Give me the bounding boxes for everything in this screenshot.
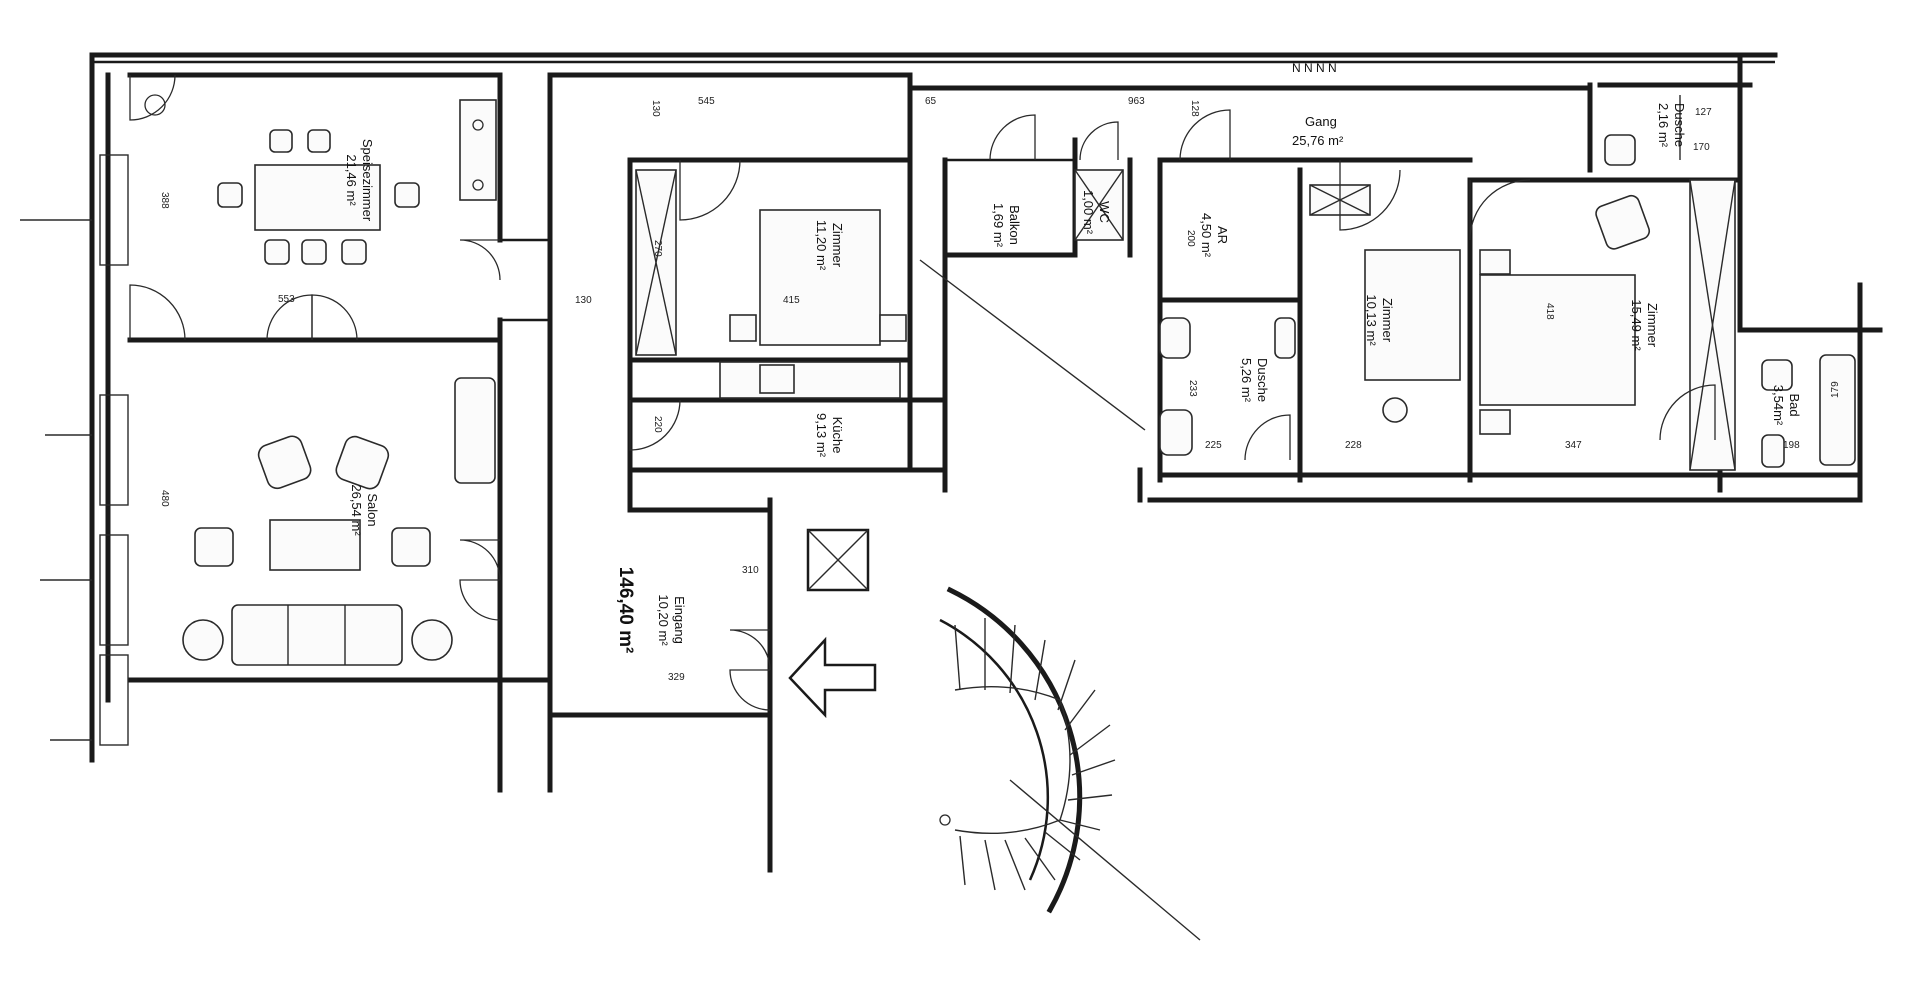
- elevator: [806, 528, 870, 592]
- kueche-name: Küche: [830, 417, 845, 454]
- zimmer2-name: Zimmer: [1380, 298, 1395, 343]
- dim-963: 963: [1128, 96, 1145, 107]
- corridor-partition: [919, 259, 1146, 431]
- dusche2-area: 2,16 m²: [1656, 103, 1671, 148]
- room-labels: Speisezimmer 21,46 m² Salon 26,54 m² Zim…: [344, 61, 1802, 653]
- dim-347: 347: [1565, 440, 1582, 451]
- ar-area: 4,50 m²: [1199, 213, 1214, 258]
- dim-220: 220: [652, 416, 663, 433]
- interior-walls: [497, 72, 1863, 873]
- dim-233: 233: [1187, 380, 1198, 397]
- window-markers-left: [20, 154, 129, 746]
- gang-name: Gang: [1305, 114, 1337, 129]
- dim-130b: 130: [575, 295, 592, 306]
- dim-310: 310: [742, 565, 759, 576]
- dim-179: 179: [1830, 381, 1841, 398]
- kueche-area: 9,13 m²: [814, 413, 829, 458]
- salon-area: 26,54 m²: [349, 484, 364, 536]
- dusche1-area: 5,26 m²: [1239, 358, 1254, 403]
- zimmer2-area: 10,13 m²: [1364, 294, 1379, 346]
- total-area: 146,40 m²: [615, 567, 636, 654]
- room1-furniture: [635, 169, 907, 356]
- salon-name: Salon: [365, 493, 380, 526]
- dusche2-name: Dusche: [1672, 103, 1687, 147]
- bad-area: 3,54m²: [1771, 385, 1786, 426]
- eingang-area: 10,20 m²: [656, 594, 671, 646]
- dim-198: 198: [1783, 440, 1800, 451]
- bad-name: Bad: [1787, 393, 1802, 416]
- gang-area: 25,76 m²: [1292, 133, 1344, 148]
- dim-228: 228: [1345, 440, 1362, 451]
- dim-553: 553: [278, 294, 295, 305]
- entry-arrow: [788, 636, 877, 719]
- balkon-area: 1,69 m²: [991, 203, 1006, 248]
- dim-225: 225: [1205, 440, 1222, 451]
- dim-65: 65: [925, 96, 937, 107]
- zimmer3-name: Zimmer: [1645, 303, 1660, 348]
- dim-545: 545: [698, 96, 715, 107]
- dim-388: 388: [159, 192, 170, 209]
- wc-area: 1,00 m²: [1081, 190, 1096, 235]
- balkon-name: Balkon: [1007, 205, 1022, 245]
- dusche1-name: Dusche: [1255, 358, 1270, 402]
- dim-127: 127: [1695, 107, 1712, 118]
- dim-270: 270: [652, 240, 663, 257]
- speisezimmer-name: Speisezimmer: [360, 139, 375, 222]
- dim-329: 329: [668, 672, 685, 683]
- dim-480: 480: [159, 490, 170, 507]
- zimmer1-area: 11,20 m²: [814, 220, 829, 271]
- dimension-labels: 388 553 480 130 545 65 963 128 130 270 4…: [159, 96, 1841, 683]
- north-marks: N N N N: [1292, 61, 1337, 75]
- wc-name: WC: [1097, 201, 1112, 223]
- speisezimmer-area: 21,46 m²: [344, 154, 359, 206]
- dim-130a: 130: [650, 100, 661, 117]
- dim-170: 170: [1693, 142, 1710, 153]
- dim-200: 200: [1185, 230, 1196, 247]
- dim-128: 128: [1189, 100, 1200, 117]
- dim-418: 418: [1544, 303, 1555, 320]
- salon-furniture: [182, 377, 496, 666]
- outer-walls: [89, 52, 1883, 763]
- ar-name: AR: [1215, 226, 1230, 244]
- staircase: [939, 586, 1201, 941]
- eingang-name: Eingang: [672, 596, 687, 644]
- zimmer3-area: 15,49 m²: [1629, 299, 1644, 351]
- dim-415: 415: [783, 295, 800, 306]
- kitchen-furniture: [719, 361, 901, 399]
- zimmer1-name: Zimmer: [830, 223, 845, 268]
- dining-furniture: [144, 94, 497, 265]
- door-swings: [129, 74, 1716, 711]
- right-wing-furniture: [1074, 95, 1856, 471]
